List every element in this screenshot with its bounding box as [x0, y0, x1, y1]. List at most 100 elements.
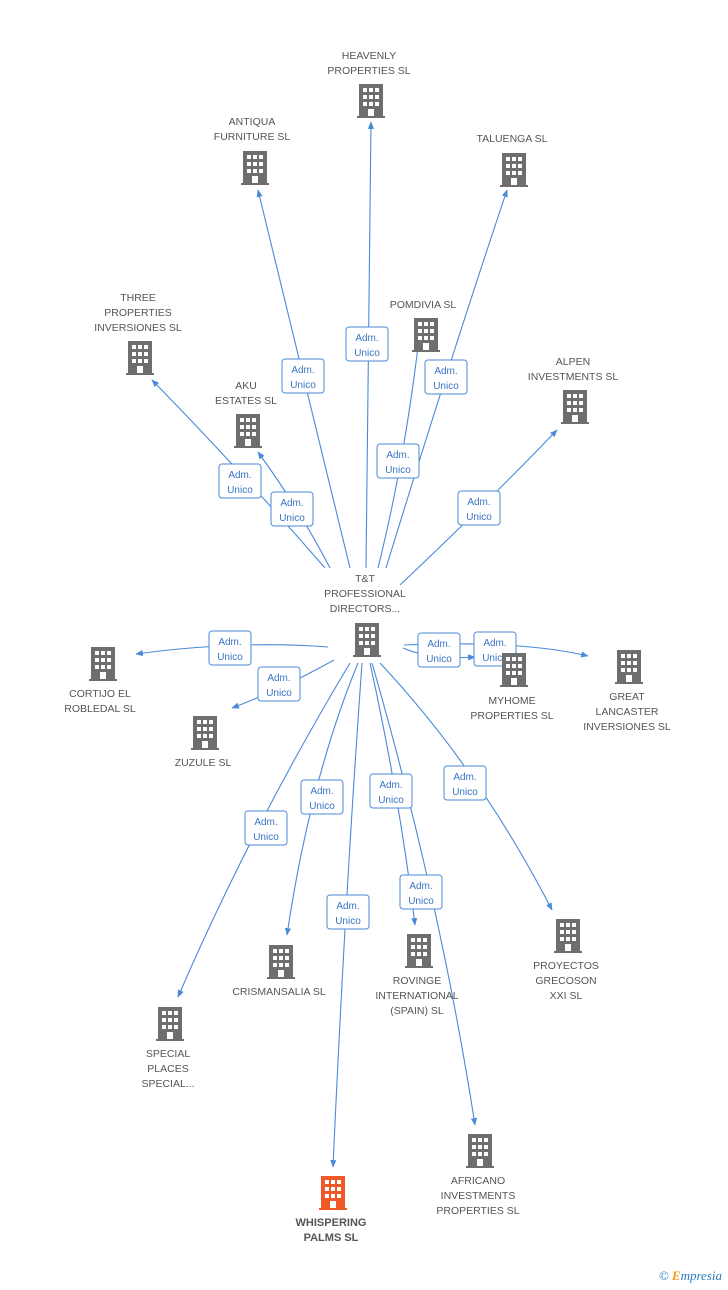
edge-label-text: Unico [408, 896, 434, 907]
edge-label-text: Adm. [336, 901, 359, 912]
company-label-line: (SPAIN) SL [390, 1005, 444, 1017]
company-label-line: GREAT [609, 691, 645, 703]
edge-label-box [257, 666, 301, 702]
company-label-line: ESTATES SL [215, 395, 277, 407]
edge-label-rovinge[interactable]: Adm.Unico [369, 773, 413, 809]
building-icon [156, 1007, 184, 1041]
company-label-line: FURNITURE SL [214, 131, 291, 143]
edge-label-whispering[interactable]: Adm. Unico [326, 894, 370, 930]
edge-label-taluenga[interactable]: Adm.Unico [424, 359, 468, 395]
edge-label-text: Adm. [218, 637, 241, 648]
edge-label-alpen[interactable]: Adm.Unico [457, 490, 501, 526]
building-icon [405, 934, 433, 968]
company-label-line: SPECIAL... [141, 1078, 194, 1090]
company-label-line: SPECIAL [146, 1048, 191, 1060]
edge-label-text: Adm. [434, 366, 457, 377]
edge-label-aku[interactable]: Adm.Unico [270, 491, 314, 527]
company-node-aku[interactable]: AKU ESTATES SL [215, 380, 277, 448]
edge-label-heavenly[interactable]: Adm.Unico [345, 326, 389, 362]
company-label-line: ROBLEDAL SL [64, 703, 136, 715]
company-node-heavenly[interactable]: HEAVENLY PROPERTIES SL [327, 50, 411, 118]
edge-label-text: Unico [378, 795, 404, 806]
company-label-line: HEAVENLY [342, 50, 396, 62]
company-label-line: XXI SL [550, 990, 583, 1002]
company-label-line: PROPERTIES SL [470, 710, 553, 722]
edge-label-myhome[interactable]: Adm.Unico [417, 632, 461, 668]
edge-label-text: Adm. [386, 450, 409, 461]
edge-label-text: Unico [279, 513, 305, 524]
edge-label-box [345, 326, 389, 362]
company-label-line: INVESTMENTS [441, 1190, 516, 1202]
edge-label-three[interactable]: Adm.Unico [218, 463, 262, 499]
company-label-line: PALMS SL [304, 1232, 359, 1244]
edge-label-box [208, 630, 252, 666]
edge-label-special[interactable]: Adm.Unico [244, 810, 288, 846]
edge-label-text: Adm. [310, 786, 333, 797]
company-node-pomdivia[interactable]: POMDIVIA SL [390, 299, 457, 352]
building-icon [89, 647, 117, 681]
edge-label-text: Adm. [409, 881, 432, 892]
building-icon [241, 151, 269, 185]
building-icon [466, 1134, 494, 1168]
building-icon [353, 623, 381, 657]
building-icon [500, 653, 528, 687]
company-label-line: PROFESSIONAL [324, 588, 406, 600]
company-label-line: PROYECTOS [533, 960, 599, 972]
building-icon [319, 1176, 347, 1210]
copyright-symbol: © [659, 1268, 669, 1283]
edge-label-antiqua[interactable]: Adm.Unico [281, 358, 325, 394]
building-icon [615, 650, 643, 684]
brand-name: mpresia [680, 1268, 722, 1283]
company-node-taluenga[interactable]: TALUENGA SL [477, 133, 548, 187]
company-node-africano[interactable]: AFRICANO INVESTMENTS PROPERTIES SL [436, 1134, 520, 1217]
company-label-line: AKU [235, 380, 257, 392]
company-node-special[interactable]: SPECIALPLACESSPECIAL... [141, 1007, 195, 1090]
edge-label-box [399, 874, 443, 910]
edge-label-text: Unico [335, 916, 361, 927]
building-icon [554, 919, 582, 953]
empresia-brand[interactable]: ©Empresia [659, 1268, 722, 1284]
edge-label-text: Unico [227, 485, 253, 496]
company-label-line: PROPERTIES SL [436, 1205, 519, 1217]
company-label-line: ROVINGE [393, 975, 441, 987]
company-label-line: PROPERTIES SL [327, 65, 410, 77]
edge-label-box [376, 443, 420, 479]
edge-label-pomdivia[interactable]: Adm. Unico [376, 443, 420, 479]
company-node-zuzule[interactable]: ZUZULE SL [175, 716, 232, 769]
edge-label-crismansalia[interactable]: Adm.Unico [300, 779, 344, 815]
edge-label-cortijo[interactable]: Adm.Unico [208, 630, 252, 666]
company-node-antiqua[interactable]: ANTIQUA FURNITURE SL [214, 116, 291, 185]
company-label-line: POMDIVIA SL [390, 299, 457, 311]
company-label-line: CRISMANSALIA SL [232, 986, 326, 998]
edge-label-text: Unico [385, 465, 411, 476]
edge-label-proyectos[interactable]: Adm.Unico [443, 765, 487, 801]
building-icon [234, 414, 262, 448]
company-label-line: ANTIQUA [229, 116, 276, 128]
edge-label-africano[interactable]: Adm. Unico [399, 874, 443, 910]
building-icon [267, 945, 295, 979]
edge-label-zuzule[interactable]: Adm. Unico [257, 666, 301, 702]
building-icon [561, 390, 589, 424]
building-icon [412, 318, 440, 352]
edge-label-box [369, 773, 413, 809]
edge-label-box [417, 632, 461, 668]
edge-label-text: Adm. [355, 333, 378, 344]
edge-label-box [218, 463, 262, 499]
building-icon [191, 716, 219, 750]
company-node-tt[interactable]: T&TPROFESSIONALDIRECTORS... [324, 573, 406, 657]
edge-label-text: Unico [452, 787, 478, 798]
building-icon [357, 84, 385, 118]
company-label-line: ALPEN [556, 356, 590, 368]
company-label-line: AFRICANO [451, 1175, 505, 1187]
company-node-crismansalia[interactable]: CRISMANSALIA SL [232, 945, 326, 998]
edge-label-text: Unico [266, 688, 292, 699]
edge-label-text: Adm. [267, 673, 290, 684]
